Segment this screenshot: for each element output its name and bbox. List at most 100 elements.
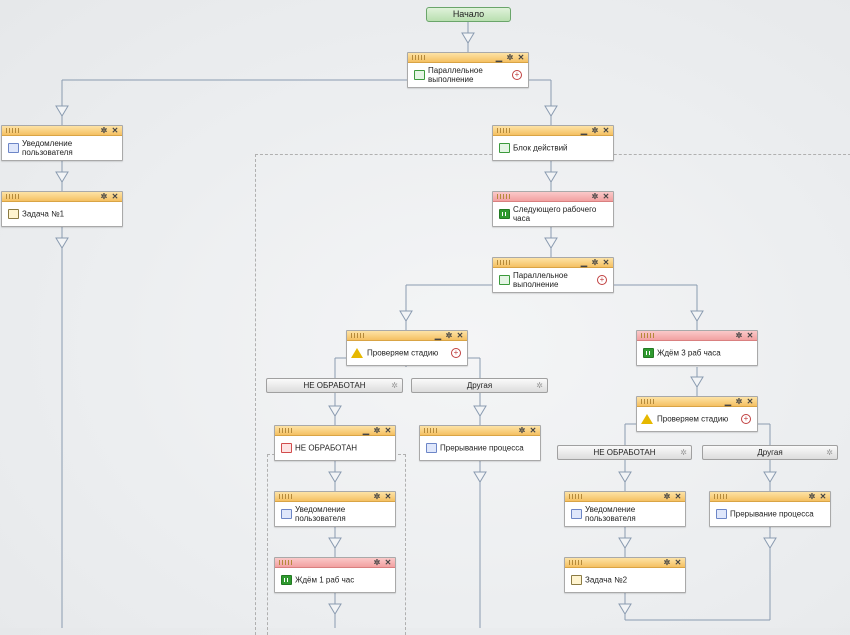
branch-label: Другая — [466, 381, 493, 390]
settings-icon[interactable]: ✲ — [536, 381, 543, 390]
close-icon[interactable]: ✕ — [602, 126, 610, 135]
status-icon — [281, 443, 292, 453]
node-label: Задача №2 — [585, 575, 628, 585]
settings-icon[interactable]: ✲ — [506, 53, 514, 62]
pause-icon — [281, 575, 292, 585]
node-label: Ждём 3 раб часа — [657, 348, 721, 358]
node-label: Прерывание процесса — [440, 443, 524, 453]
node-label: Проверяем стадию — [657, 414, 729, 424]
close-icon[interactable]: ✕ — [384, 558, 392, 567]
parallel-icon — [499, 275, 510, 285]
close-icon[interactable]: ✕ — [819, 492, 827, 501]
settings-icon[interactable]: ✲ — [591, 192, 599, 201]
pause-icon — [643, 348, 654, 358]
add-branch-icon[interactable]: + — [451, 348, 461, 358]
settings-icon[interactable]: ✲ — [373, 492, 381, 501]
delay-node[interactable]: ✲✕ Ждём 3 раб часа — [636, 330, 758, 366]
interrupt-process-node[interactable]: ✲✕ Прерывание процесса — [419, 425, 541, 461]
node-label: Прерывание процесса — [730, 509, 814, 519]
branch-other[interactable]: Другая ✲ — [702, 445, 838, 460]
settings-icon[interactable]: ✲ — [591, 258, 599, 267]
delay-node[interactable]: ✲✕ Следующего рабочего часа — [492, 191, 614, 227]
parallel-execution-node[interactable]: ▁✲✕ Параллельное выполнение + — [492, 257, 614, 293]
close-icon[interactable]: ✕ — [602, 192, 610, 201]
close-icon[interactable]: ✕ — [456, 331, 464, 340]
stop-icon — [716, 509, 727, 519]
settings-icon[interactable]: ✲ — [445, 331, 453, 340]
task-node[interactable]: ✲✕ Задача №1 — [1, 191, 123, 227]
add-branch-icon[interactable]: + — [741, 414, 751, 424]
close-icon[interactable]: ✕ — [602, 258, 610, 267]
settings-icon[interactable]: ✲ — [518, 426, 526, 435]
not-processed-node[interactable]: ▁✲✕ НЕ ОБРАБОТАН — [274, 425, 396, 461]
block-icon — [499, 143, 510, 153]
settings-icon[interactable]: ✲ — [591, 126, 599, 135]
branch-label: НЕ ОБРАБОТАН — [593, 448, 656, 457]
close-icon[interactable]: ✕ — [746, 331, 754, 340]
minimize-icon[interactable]: ▁ — [580, 126, 588, 135]
delay-node[interactable]: ✲✕ Ждём 1 раб час — [274, 557, 396, 593]
stop-icon — [426, 443, 437, 453]
settings-icon[interactable]: ✲ — [373, 558, 381, 567]
task-icon — [571, 575, 582, 585]
close-icon[interactable]: ✕ — [517, 53, 525, 62]
settings-icon[interactable]: ✲ — [391, 381, 398, 390]
settings-icon[interactable]: ✲ — [100, 126, 108, 135]
close-icon[interactable]: ✕ — [111, 192, 119, 201]
settings-icon[interactable]: ✲ — [826, 448, 833, 457]
minimize-icon[interactable]: ▁ — [724, 397, 732, 406]
settings-icon[interactable]: ✲ — [663, 492, 671, 501]
node-label: Блок действий — [513, 143, 568, 153]
minimize-icon[interactable]: ▁ — [434, 331, 442, 340]
close-icon[interactable]: ✕ — [384, 426, 392, 435]
condition-node[interactable]: ▁✲✕ Проверяем стадию + — [346, 330, 468, 366]
parallel-execution-node[interactable]: ▁✲✕ Параллельное выполнение+ — [407, 52, 529, 88]
add-branch-icon[interactable]: + — [512, 70, 522, 80]
condition-node[interactable]: ▁✲✕ Проверяем стадию + — [636, 396, 758, 432]
add-branch-icon[interactable]: + — [597, 275, 607, 285]
minimize-icon[interactable]: ▁ — [362, 426, 370, 435]
notify-user-node[interactable]: ✲✕ Уведомление пользователя — [274, 491, 396, 527]
branch-other[interactable]: Другая ✲ — [411, 378, 548, 393]
notification-icon — [571, 509, 582, 519]
interrupt-process-node[interactable]: ✲✕ Прерывание процесса — [709, 491, 831, 527]
settings-icon[interactable]: ✲ — [735, 331, 743, 340]
node-label: Параллельное выполнение — [513, 271, 568, 289]
action-block-node[interactable]: ▁✲✕ Блок действий — [492, 125, 614, 161]
close-icon[interactable]: ✕ — [674, 558, 682, 567]
settings-icon[interactable]: ✲ — [680, 448, 687, 457]
parallel-icon — [414, 70, 425, 80]
node-label: Уведомление пользователя — [295, 505, 346, 523]
node-label: НЕ ОБРАБОТАН — [295, 443, 358, 453]
condition-icon — [641, 414, 653, 424]
notification-icon — [8, 143, 19, 153]
node-label: Проверяем стадию — [367, 348, 439, 358]
branch-not-processed[interactable]: НЕ ОБРАБОТАН✲ — [266, 378, 403, 393]
settings-icon[interactable]: ✲ — [808, 492, 816, 501]
settings-icon[interactable]: ✲ — [100, 192, 108, 201]
start-node[interactable]: Начало — [426, 7, 511, 22]
node-label: Задача №1 — [22, 209, 65, 219]
task-icon — [8, 209, 19, 219]
notify-user-node[interactable]: ✲✕ Уведомление пользователя — [564, 491, 686, 527]
close-icon[interactable]: ✕ — [384, 492, 392, 501]
close-icon[interactable]: ✕ — [529, 426, 537, 435]
not-processed-container — [267, 454, 406, 635]
settings-icon[interactable]: ✲ — [373, 426, 381, 435]
node-label: Уведомление пользователя — [22, 139, 73, 157]
node-label: Следующего рабочего часа — [513, 205, 597, 223]
notify-user-node[interactable]: ✲✕ Уведомление пользователя — [1, 125, 123, 161]
node-label: Уведомление пользователя — [585, 505, 636, 523]
settings-icon[interactable]: ✲ — [663, 558, 671, 567]
branch-not-processed[interactable]: НЕ ОБРАБОТАН ✲ — [557, 445, 692, 460]
task-node[interactable]: ✲✕ Задача №2 — [564, 557, 686, 593]
settings-icon[interactable]: ✲ — [735, 397, 743, 406]
condition-icon — [351, 348, 363, 358]
close-icon[interactable]: ✕ — [746, 397, 754, 406]
minimize-icon[interactable]: ▁ — [580, 258, 588, 267]
close-icon[interactable]: ✕ — [111, 126, 119, 135]
branch-label: Другая — [757, 448, 783, 457]
close-icon[interactable]: ✕ — [674, 492, 682, 501]
minimize-icon[interactable]: ▁ — [495, 53, 503, 62]
